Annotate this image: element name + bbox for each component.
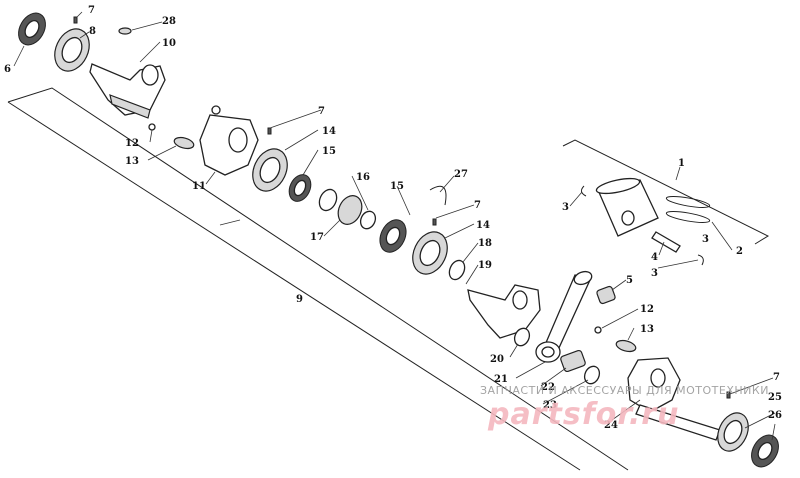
callout-17: 17 [310, 232, 324, 243]
callout-25: 25 [768, 392, 782, 403]
ring-18 [448, 259, 466, 281]
callout-6: 6 [4, 64, 11, 75]
callout-4: 4 [651, 252, 658, 263]
callout-28: 28 [162, 16, 176, 27]
assembly-bracket-9 [7, 87, 629, 471]
bearing-lower [412, 231, 448, 275]
callout-27: 27 [454, 169, 468, 180]
crank-web-right [627, 357, 721, 441]
callout-23: 23 [543, 400, 557, 411]
callout-7: 7 [318, 106, 325, 117]
connecting-rod [535, 270, 593, 363]
main-bearing-right [717, 412, 749, 452]
bearing-upper [252, 148, 288, 192]
callout-12: 12 [640, 304, 654, 315]
callout-21: 21 [494, 374, 508, 385]
callout-5: 5 [626, 275, 633, 286]
watermark-brand: partsfor.ru [487, 397, 679, 432]
piston [595, 177, 659, 237]
callout-20: 20 [490, 354, 504, 365]
oil-seal-left [18, 12, 46, 46]
callout-9: 9 [296, 294, 303, 305]
piston-bracket-1 [562, 139, 770, 245]
oil-seal-right [751, 434, 779, 468]
crank-half-left [89, 63, 166, 119]
callout-15: 15 [390, 181, 404, 192]
woodruff-key-top [118, 27, 132, 35]
callout-13: 13 [640, 324, 654, 335]
seal-upper [288, 174, 312, 202]
callout-3: 3 [651, 268, 658, 279]
circlips-3 [580, 185, 704, 266]
callout-13: 13 [125, 156, 139, 167]
callout-12: 12 [125, 138, 139, 149]
callout-3: 3 [702, 234, 709, 245]
key-right [615, 339, 637, 353]
callout-14: 14 [476, 220, 490, 231]
watermark-tagline: ЗАПЧАСТИ И АКСЕССУАРЫ ДЛЯ МОТОТЕХНИКИ [480, 384, 769, 397]
watermark: ЗАПЧАСТИ И АКСЕССУАРЫ ДЛЯ МОТОТЕХНИКИ pa… [480, 384, 769, 432]
callout-19: 19 [478, 260, 492, 271]
piston-pin [651, 231, 681, 253]
piston-rings [665, 196, 711, 223]
needle-bearing-big-end [560, 349, 586, 373]
key-left [173, 136, 195, 150]
seal-lower [379, 219, 407, 253]
callout-3: 3 [562, 202, 569, 213]
callout-7: 7 [88, 5, 95, 16]
dowel-pins-7 [73, 16, 731, 399]
needle-bearing-small-end [596, 285, 616, 305]
needle-cage-center [318, 188, 377, 230]
callout-8: 8 [89, 26, 96, 37]
callout-1: 1 [678, 158, 685, 169]
circlip-27 [429, 185, 447, 206]
leader-lines [13, 11, 776, 441]
callout-24: 24 [604, 420, 618, 431]
callout-16: 16 [356, 172, 370, 183]
callout-15: 15 [322, 146, 336, 157]
callout-2: 2 [736, 246, 743, 257]
pin-right [594, 326, 602, 334]
callout-18: 18 [478, 238, 492, 249]
callout-26: 26 [768, 410, 782, 421]
callout-10: 10 [162, 38, 176, 49]
crank-web-left [199, 105, 259, 176]
callout-22: 22 [541, 382, 555, 393]
thrust-washer-20 [513, 327, 531, 347]
crank-half-right [467, 284, 541, 339]
thrust-washer-23 [583, 365, 601, 385]
callout-11: 11 [192, 181, 206, 192]
callout-labels: 7 28 8 10 6 7 12 14 15 13 16 27 11 15 7 … [4, 5, 782, 431]
pin-left [148, 123, 156, 131]
callout-14: 14 [322, 126, 336, 137]
main-bearing-left [54, 28, 90, 72]
callout-7: 7 [773, 372, 780, 383]
callout-7: 7 [474, 200, 481, 211]
